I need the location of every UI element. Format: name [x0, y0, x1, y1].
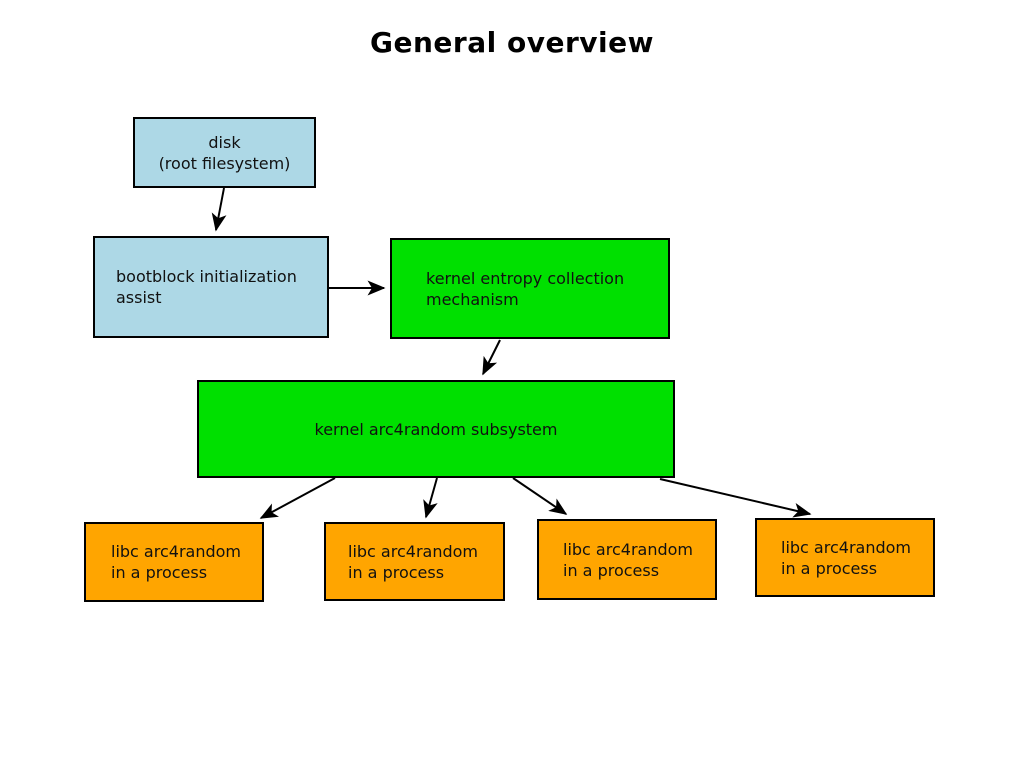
- node-libc-process-2: libc arc4random in a process: [324, 522, 505, 601]
- diagram-title: General overview: [370, 26, 654, 59]
- node-libc-1-label: libc arc4random in a process: [111, 542, 241, 582]
- edge-kernel-entropy-to-arc4random: [482, 339, 501, 376]
- node-libc-3-label: libc arc4random in a process: [563, 539, 693, 580]
- node-disk: disk (root filesystem): [133, 117, 316, 188]
- node-libc-process-1: libc arc4random in a process: [84, 522, 264, 602]
- edge-arc4random-to-libc-1: [259, 477, 336, 519]
- node-disk-label: disk (root filesystem): [158, 132, 291, 173]
- node-kernel-arc4random-label: kernel arc4random subsystem: [314, 419, 558, 439]
- node-kernel-entropy-label: kernel entropy collection mechanism: [426, 268, 625, 309]
- edge-disk-to-bootblock: [211, 187, 227, 232]
- node-bootblock-label: bootblock initialization assist: [116, 267, 297, 307]
- node-kernel-entropy-collection: kernel entropy collection mechanism: [390, 238, 670, 339]
- node-libc-2-label: libc arc4random in a process: [348, 541, 478, 582]
- node-bootblock-initialization-assist: bootblock initialization assist: [93, 236, 329, 338]
- node-libc-process-4: libc arc4random in a process: [755, 518, 935, 597]
- edge-arc4random-to-libc-3: [512, 477, 568, 515]
- edge-arc4random-to-libc-2: [423, 477, 438, 519]
- node-kernel-arc4random-subsystem: kernel arc4random subsystem: [197, 380, 675, 478]
- node-libc-4-label: libc arc4random in a process: [781, 537, 911, 578]
- edge-arc4random-to-libc-4: [659, 478, 812, 518]
- node-libc-process-3: libc arc4random in a process: [537, 519, 717, 600]
